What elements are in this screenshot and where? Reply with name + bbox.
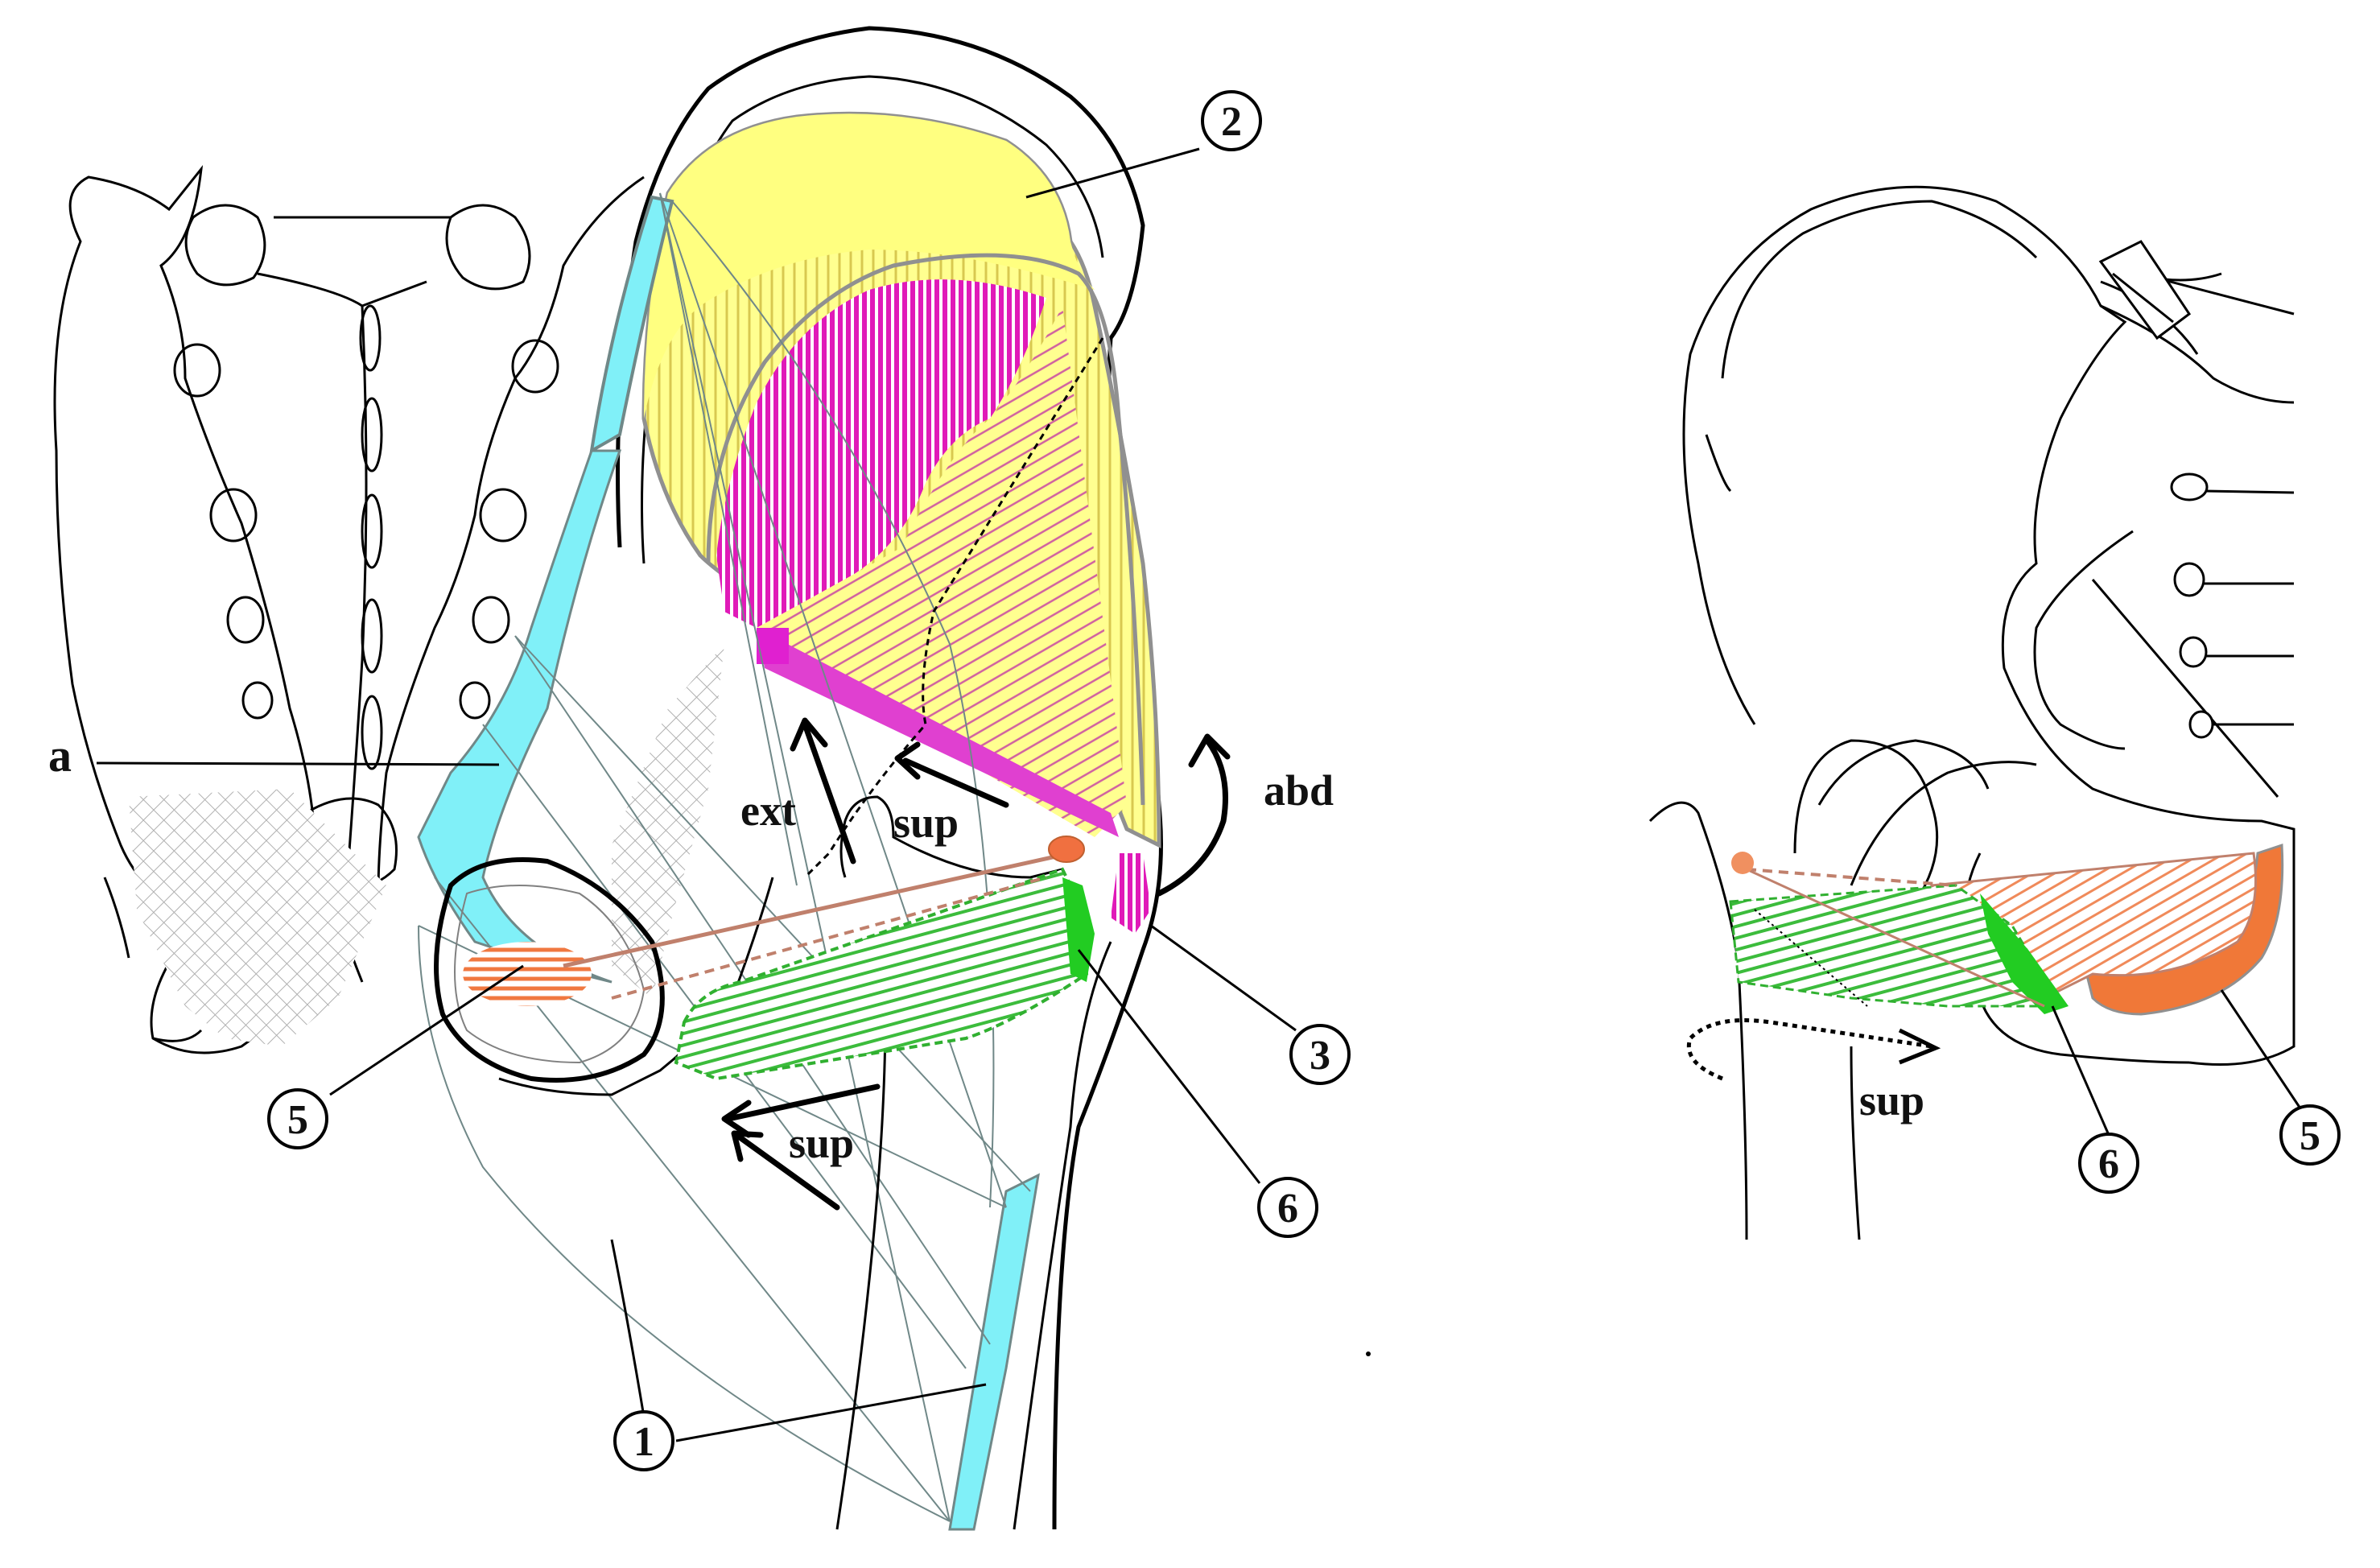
yellow-solid-top <box>644 113 1095 419</box>
sup-arrow-lower-1 <box>725 1083 881 1122</box>
label-2: 2 <box>1221 99 1242 145</box>
arrows-left <box>721 717 1231 1211</box>
label-5-left: 5 <box>287 1097 308 1143</box>
crosshatch-region-left <box>129 789 386 1046</box>
num-circles-left <box>267 90 1351 1471</box>
label-5-right: 5 <box>2300 1113 2320 1159</box>
label-ext: ext <box>740 786 796 835</box>
cyan-band-lower <box>948 1173 1040 1531</box>
label-abd: abd <box>1264 766 1334 815</box>
cyan-band-a <box>417 449 622 984</box>
left-figure: 2 3 6 5 1 a ext sup abd sup <box>48 26 1351 1531</box>
spine-ticks-right <box>2204 489 2295 726</box>
green-solid-6-right <box>1980 893 2069 1014</box>
orange-node <box>1048 836 1085 863</box>
diag-hatch-muscle <box>757 306 1127 837</box>
brown-dashed-tendon <box>611 876 1047 1000</box>
label-sup-upper: sup <box>893 798 959 847</box>
label-6-left: 6 <box>1277 1186 1298 1232</box>
green-muscle <box>674 867 1089 1081</box>
magenta-lower-strip <box>757 628 1119 837</box>
leader-lines-right <box>2051 989 2304 1136</box>
magenta-small-3 <box>1111 853 1151 934</box>
label-6-right: 6 <box>2098 1141 2119 1187</box>
stray-dot <box>1366 1351 1371 1356</box>
abd-arrow <box>1156 737 1228 897</box>
orange-muscle-5-left <box>463 942 592 1006</box>
sup-arrow-lower-2 <box>733 1132 840 1211</box>
label-sup-lower: sup <box>789 1119 854 1167</box>
right-figure: 6 5 sup <box>1648 185 2341 1240</box>
ext-arrow <box>802 721 856 864</box>
label-sup-right: sup <box>1859 1076 1924 1124</box>
spine-right <box>2098 240 2214 739</box>
green-solid-6 <box>1062 877 1095 982</box>
label-a: a <box>48 729 72 782</box>
sup-arrow-right <box>1687 1018 1941 1081</box>
pelvis-outline-right <box>1682 185 2295 1066</box>
brown-diag-right <box>1746 868 2045 1008</box>
gluteus-medius-outline <box>706 253 1145 806</box>
acetabulum <box>434 857 665 1083</box>
label-1: 1 <box>633 1419 654 1465</box>
sup-arrow-upper <box>902 757 1009 808</box>
brown-tendon <box>563 851 1071 968</box>
acetabulum-inner <box>454 885 646 1064</box>
cyan-band-upper <box>589 195 674 454</box>
crosshatch-region-right <box>612 644 724 998</box>
num-circles-right <box>2078 1104 2341 1194</box>
brown-tendon-right <box>1746 868 1957 887</box>
orange-node-right <box>1731 852 1754 874</box>
ilium-outline <box>616 26 1163 1530</box>
label-3: 3 <box>1310 1033 1330 1079</box>
dashed-axis-line <box>803 337 1104 879</box>
leader-lines-left <box>96 147 1297 1442</box>
dotted-thin-right <box>1754 909 1868 1007</box>
